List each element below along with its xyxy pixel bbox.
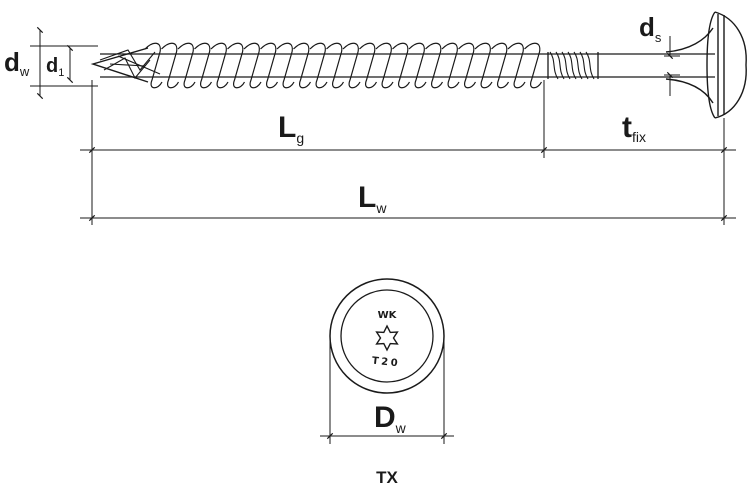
label-d-s: ds: [639, 12, 662, 45]
label-d-w: dw: [4, 47, 30, 79]
head-top-view: WK T20 Dw: [320, 278, 454, 444]
torx-drive-icon: [375, 324, 399, 352]
label-t-fix: tfix: [622, 111, 646, 145]
label-l-w: Lw: [358, 181, 387, 216]
head-stamp-bottom: T20: [371, 356, 400, 370]
head-stamp-top: WK: [378, 310, 398, 321]
screw-side-view: [90, 11, 747, 119]
head-inner-ring: [340, 289, 434, 383]
thread-helix: [144, 42, 543, 89]
label-d-w-head: Dw: [374, 401, 407, 436]
washer-head: [665, 11, 747, 119]
head-outer-ring: [329, 278, 445, 394]
dw-dimension: [320, 340, 454, 444]
label-d-1: d1: [46, 55, 64, 79]
tip-flutes: [99, 49, 161, 79]
label-l-g: Lg: [278, 111, 304, 146]
milling-ribs: [549, 51, 595, 80]
dimension-lines: [30, 26, 736, 225]
drive-type-label: TX: [376, 468, 398, 487]
